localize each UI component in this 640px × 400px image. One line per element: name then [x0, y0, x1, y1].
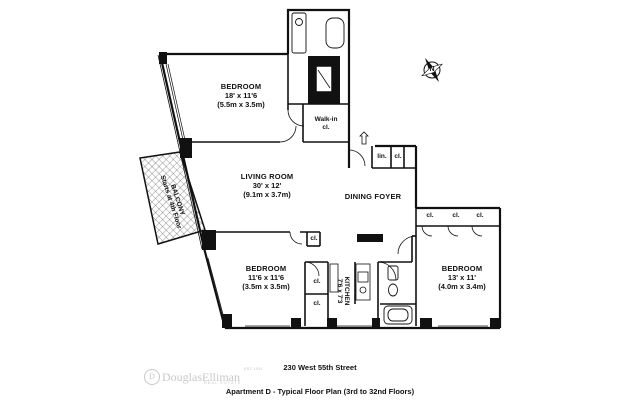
- bedroom-right-name: BEDROOM: [441, 264, 483, 273]
- plan-title-caption: Apartment D - Typical Floor Plan (3rd to…: [225, 387, 415, 396]
- balcony: [139, 151, 206, 245]
- living-room-label: LIVING ROOM 30' x 12' (9.1m x 3.7m): [222, 172, 312, 199]
- logo-mark-icon: D: [144, 369, 160, 386]
- compass-letter: N: [429, 66, 435, 73]
- closet-entry-label: cl.: [394, 153, 402, 160]
- walk-in-line1: Walk-in: [314, 116, 338, 123]
- bedroom-right-label: BEDROOM 13' x 11' (4.0m x 3.4m): [424, 264, 500, 291]
- bedroom-top-dim-m: (5.5m x 3.5m): [217, 100, 265, 109]
- wall-piers: [159, 52, 500, 328]
- door-swings: [279, 109, 483, 281]
- closet-label-6: cl.: [476, 212, 484, 219]
- logo-sub: REAL ESTATE: [204, 380, 242, 385]
- bedroom-top-name: BEDROOM: [220, 82, 262, 91]
- kitchen-name: KITCHEN: [343, 276, 350, 306]
- kitchen-fixtures: [329, 263, 371, 301]
- windows: [165, 63, 488, 327]
- shaft-mark: [317, 69, 331, 89]
- interior-walls: [192, 54, 500, 326]
- walk-in-closet-label: Walk-in cl.: [304, 116, 348, 132]
- logo-brand: DouglasElliman: [162, 369, 240, 384]
- bedroom-top-label: BEDROOM 18' x 11'6 (5.5m x 3.5m): [200, 82, 282, 109]
- entry-arrow-icon: [359, 131, 369, 145]
- dining-foyer-label: DINING FOYER: [344, 192, 402, 201]
- closet-label-5: cl.: [452, 212, 460, 219]
- bedroom-top-dim-ft: 18' x 11'6: [224, 91, 258, 100]
- bedroom-right-dim-m: (4.0m x 3.4m): [438, 282, 486, 291]
- linen-closet-label: lin.: [377, 153, 387, 160]
- bedroom-left-dim-ft: 11'6 x 11'6: [247, 273, 285, 282]
- closet-label-4: cl.: [426, 212, 434, 219]
- living-room-name: LIVING ROOM: [240, 172, 294, 181]
- bedroom-left-name: BEDROOM: [245, 264, 287, 273]
- bedroom-right-dim-ft: 13' x 11': [447, 273, 477, 282]
- closet-label-2: cl.: [313, 278, 321, 285]
- kitchen-dim: 7'6 x 7'3: [336, 278, 343, 304]
- living-room-dim-ft: 30' x 12': [252, 181, 282, 190]
- bath-fixtures: [291, 12, 413, 325]
- kitchen-label: KITCHEN 7'6 x 7'3: [336, 266, 350, 316]
- bedroom-left-dim-m: (3.5m x 3.5m): [242, 282, 290, 291]
- address-caption: 230 West 55th Street: [283, 363, 357, 372]
- walk-in-line2: cl.: [322, 123, 330, 131]
- compass-icon: [421, 57, 443, 83]
- logo-est: EST. 1911: [244, 366, 263, 371]
- bedroom-left-label: BEDROOM 11'6 x 11'6 (3.5m x 3.5m): [228, 264, 304, 291]
- closet-label-1: cl.: [310, 235, 318, 242]
- closet-label-3: cl.: [313, 300, 321, 307]
- living-room-dim-m: (9.1m x 3.7m): [243, 190, 291, 199]
